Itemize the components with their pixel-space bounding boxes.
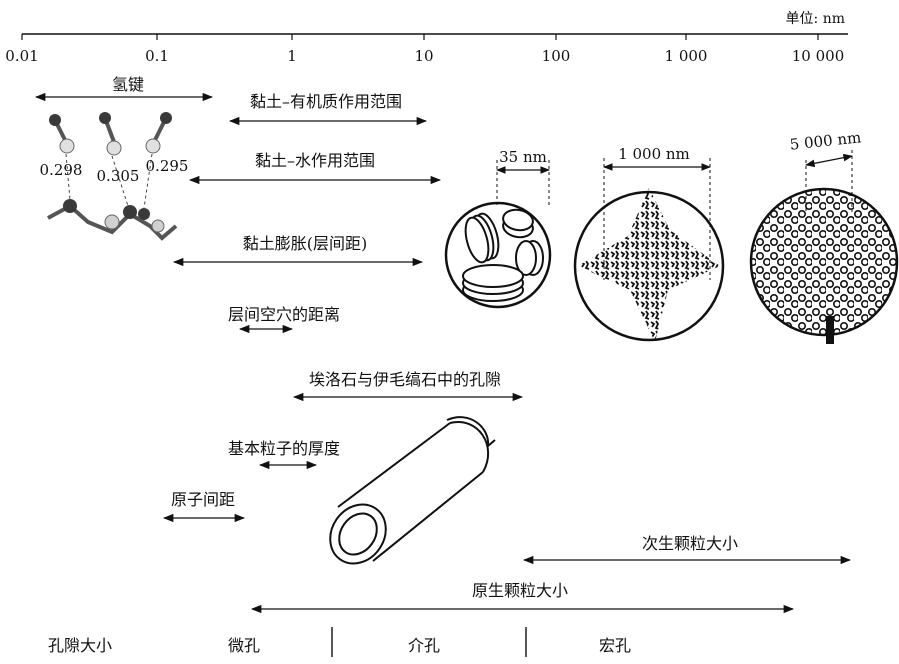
clay-swelling-label: 黏土膨胀(层间距) — [243, 234, 368, 253]
secondary-particle-label: 次生颗粒大小 — [642, 534, 738, 553]
halloysite-tube-illustration — [329, 416, 496, 565]
water-oxygen-atom — [160, 112, 172, 124]
plate-stack-aggregate-illustration: 35 nm — [444, 148, 552, 309]
tick-label: 1 000 — [665, 47, 708, 65]
tick-label: 10 — [414, 47, 433, 65]
tick-label: 0.1 — [145, 47, 169, 65]
bond-distance-label: 0.298 — [40, 161, 83, 179]
water-hydrogen-atom — [106, 140, 122, 156]
aggregate-size-label: 1 000 nm — [618, 145, 690, 163]
particle-thickness-label: 基本粒子的厚度 — [228, 439, 340, 458]
micropore-label: 微孔 — [228, 636, 260, 655]
clay-water-label: 黏土–水作用范围 — [255, 151, 375, 170]
oxygen-atom — [123, 205, 137, 219]
halloysite-pores-label: 埃洛石与伊毛缟石中的孔隙 — [309, 370, 501, 389]
primary-particle-label: 原生颗粒大小 — [472, 581, 568, 600]
silicon-atom — [104, 214, 120, 230]
cluster-aggregate-illustration: 5 000 nm — [749, 128, 899, 344]
fractal-aggregate-illustration: 1 000 nm — [573, 145, 725, 342]
tick-label: 0.01 — [5, 47, 38, 65]
pore-size-scale: 孔隙大小 微孔 介孔 宏孔 — [48, 627, 631, 657]
tick-label: 1 — [287, 47, 297, 65]
bond-distance-label: 0.295 — [146, 157, 189, 175]
pore-size-title: 孔隙大小 — [48, 636, 112, 655]
hydrogen-bond-molecule-illustration: 0.298 0.305 0.295 — [40, 112, 189, 241]
silicon-atom — [151, 219, 165, 233]
mesopore-label: 介孔 — [408, 636, 440, 655]
aggregate-size-label: 5 000 nm — [789, 128, 862, 153]
water-hydrogen-atom — [59, 138, 75, 154]
oxygen-atom — [138, 208, 150, 220]
water-oxygen-atom — [99, 112, 111, 124]
clay-organic-label: 黏土–有机质作用范围 — [250, 92, 402, 111]
bond-distance-label: 0.305 — [97, 167, 140, 185]
water-oxygen-atom — [49, 114, 61, 126]
water-hydrogen-atom — [145, 138, 161, 154]
unit-label: 单位: nm — [786, 11, 845, 27]
axis-ticks: 0.01 0.1 1 10 100 1 000 10 000 — [5, 34, 844, 65]
interlayer-cavity-label: 层间空穴的距离 — [228, 305, 340, 324]
oxygen-atom — [63, 199, 77, 213]
tick-label: 10 000 — [792, 47, 845, 65]
tick-label: 100 — [542, 47, 571, 65]
atomic-spacing-label: 原子间距 — [171, 490, 235, 509]
aggregate-size-label: 35 nm — [499, 148, 547, 166]
hydrogen-bond-label: 氢键 — [112, 75, 144, 94]
macropore-label: 宏孔 — [599, 636, 631, 655]
